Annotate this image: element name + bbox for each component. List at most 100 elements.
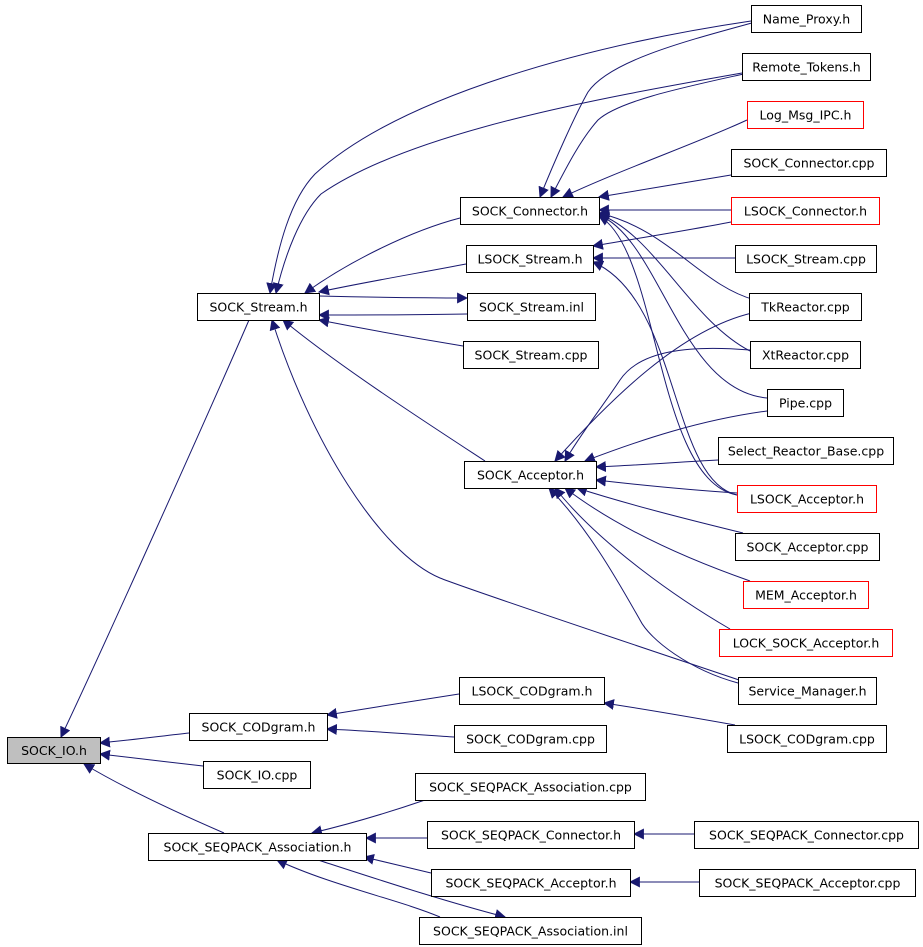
node-pipe-cpp[interactable]: Pipe.cpp [767, 389, 844, 417]
node-box [737, 485, 877, 513]
edge-pipe_cpp-includes-sock_connector_h [597, 213, 768, 399]
node-lock-sock-acceptor-h[interactable]: LOCK_SOCK_Acceptor.h [719, 629, 893, 657]
node-sock-stream-h[interactable]: SOCK_Stream.h [197, 293, 320, 321]
node-lsock-stream-cpp[interactable]: LSOCK_Stream.cpp [735, 245, 877, 273]
node-lsock-codgram-h[interactable]: LSOCK_CODgram.h [459, 677, 605, 705]
node-box [7, 737, 101, 764]
node-sock-seqpack-conn-h[interactable]: SOCK_SEQPACK_Connector.h [427, 821, 635, 849]
edge-service_manager_h-includes-sock_acceptor_h [548, 487, 739, 684]
node-tkreactor-cpp[interactable]: TkReactor.cpp [749, 293, 862, 321]
node-label: SOCK_SEQPACK_Acceptor.cpp [715, 876, 901, 891]
node-label: Log_Msg_IPC.h [760, 108, 852, 123]
node-sock-seqpack-assoc-h[interactable]: SOCK_SEQPACK_Association.h [148, 833, 367, 861]
node-select-reactor-base-cpp[interactable]: Select_Reactor_Base.cpp [718, 437, 894, 465]
edge-layer [60, 20, 768, 920]
node-label: Remote_Tokens.h [752, 60, 860, 75]
edge-sock_stream_cpp-includes-sock_stream_h [317, 316, 464, 347]
edge-sock_stream_inl-includes-sock_stream_h [318, 292, 469, 304]
node-lsock-acceptor-h[interactable]: LSOCK_Acceptor.h [737, 485, 877, 513]
node-box [454, 725, 607, 753]
node-label: Select_Reactor_Base.cpp [728, 444, 884, 459]
node-sock-codgram-h[interactable]: SOCK_CODgram.h [189, 713, 328, 741]
edge-name_proxy_h-includes-sock_connector_h [538, 20, 760, 199]
node-box [189, 713, 328, 741]
node-label: XtReactor.cpp [762, 348, 849, 363]
node-label: SOCK_CODgram.h [202, 720, 316, 735]
node-label: LSOCK_Stream.cpp [746, 252, 866, 267]
node-label: SOCK_SEQPACK_Association.cpp [429, 780, 632, 795]
edge-sock_stream_h-includes-sock_io_h [60, 319, 250, 738]
node-box [463, 341, 599, 369]
edge-sock_acceptor_h-includes-sock_stream_h [282, 319, 486, 462]
edge-pipe_cpp-includes-sock_acceptor_h [583, 410, 768, 463]
node-box [727, 725, 887, 753]
node-box [719, 629, 893, 657]
node-sock-seqpack-assoc-inl[interactable]: SOCK_SEQPACK_Association.inl [419, 917, 642, 945]
node-sock-seqpack-assoc-cpp[interactable]: SOCK_SEQPACK_Association.cpp [415, 773, 646, 801]
node-sock-io-cpp[interactable]: SOCK_IO.cpp [203, 761, 311, 789]
node-box [735, 245, 877, 273]
node-label: SOCK_SEQPACK_Association.inl [433, 924, 628, 939]
node-label: SOCK_IO.h [21, 743, 87, 758]
node-lsock-connector-h[interactable]: LSOCK_Connector.h [731, 197, 880, 225]
edge-remote_tokens_h-includes-sock_connector_h [550, 72, 749, 198]
edge-xtreactor_cpp-includes-sock_acceptor_h [564, 347, 751, 462]
node-lsock-stream-h[interactable]: LSOCK_Stream.h [466, 245, 594, 273]
node-box [148, 833, 367, 861]
node-label: LOCK_SOCK_Acceptor.h [733, 636, 880, 651]
edge-sock_io_cpp-includes-sock_io_h [98, 749, 204, 767]
node-box [731, 197, 880, 225]
node-label: SOCK_Stream.inl [479, 300, 584, 315]
node-label: SOCK_SEQPACK_Acceptor.h [445, 876, 616, 891]
node-sock-connector-h[interactable]: SOCK_Connector.h [460, 197, 600, 225]
node-sock-io-h[interactable]: SOCK_IO.h [7, 737, 101, 764]
node-label: TkReactor.cpp [760, 300, 850, 315]
node-name-proxy-h[interactable]: Name_Proxy.h [751, 5, 862, 33]
node-box [197, 293, 320, 321]
node-sock-stream-inl[interactable]: SOCK_Stream.inl [467, 293, 596, 321]
edge-mem_acceptor_h-includes-sock_acceptor_h [564, 487, 751, 582]
node-remote-tokens-h[interactable]: Remote_Tokens.h [742, 53, 871, 81]
node-service-manager-h[interactable]: Service_Manager.h [738, 677, 877, 705]
edge-remote_tokens_h-includes-sock_stream_h [272, 72, 743, 295]
node-box [431, 869, 631, 897]
node-label: LSOCK_Connector.h [744, 204, 867, 219]
node-box [767, 389, 844, 417]
node-sock-acceptor-cpp[interactable]: SOCK_Acceptor.cpp [735, 533, 880, 561]
node-box [751, 5, 862, 33]
node-sock-seqpack-conn-cpp[interactable]: SOCK_SEQPACK_Connector.cpp [694, 821, 919, 849]
node-sock-connector-cpp[interactable]: SOCK_Connector.cpp [731, 149, 887, 177]
edge-lsock_codgram_cpp-includes-lsock_codgram_h [602, 699, 736, 726]
node-layer: SOCK_IO.hSOCK_Stream.hSOCK_CODgram.hSOCK… [7, 5, 919, 945]
node-box [427, 821, 635, 849]
node-sock-codgram-cpp[interactable]: SOCK_CODgram.cpp [454, 725, 607, 753]
edge-lsock_acceptor_h-includes-lsock_stream_h [591, 260, 738, 496]
edge-tkreactor_cpp-includes-sock_connector_h [597, 209, 756, 301]
node-box [749, 293, 862, 321]
node-sock-seqpack-acc-cpp[interactable]: SOCK_SEQPACK_Acceptor.cpp [699, 869, 916, 897]
node-box [415, 773, 646, 801]
node-label: SOCK_Stream.cpp [475, 348, 588, 363]
node-box [467, 293, 596, 321]
edge-lock_sock_acceptor_h-includes-sock_acceptor_h [554, 487, 731, 630]
node-mem-acceptor-h[interactable]: MEM_Acceptor.h [743, 581, 869, 609]
edge-lsock_stream_h-includes-sock_stream_h [317, 263, 467, 296]
node-xtreactor-cpp[interactable]: XtReactor.cpp [750, 341, 861, 369]
node-label: SOCK_Acceptor.h [477, 468, 584, 483]
node-label: SOCK_Acceptor.cpp [747, 540, 869, 555]
edge-sock_acceptor_cpp-includes-sock_acceptor_h [575, 485, 744, 534]
node-box [750, 341, 861, 369]
node-sock-acceptor-h[interactable]: SOCK_Acceptor.h [464, 461, 597, 489]
edge-lsock_codgram_h-includes-sock_codgram_h [325, 693, 460, 719]
node-sock-stream-cpp[interactable]: SOCK_Stream.cpp [463, 341, 599, 369]
node-lsock-codgram-cpp[interactable]: LSOCK_CODgram.cpp [727, 725, 887, 753]
node-log-msg-ipc-h[interactable]: Log_Msg_IPC.h [747, 101, 864, 129]
node-sock-seqpack-acc-h[interactable]: SOCK_SEQPACK_Acceptor.h [431, 869, 631, 897]
node-box [419, 917, 642, 945]
node-label: LSOCK_Acceptor.h [750, 492, 864, 507]
node-box [464, 461, 597, 489]
edge-xtreactor_cpp-includes-sock_connector_h [597, 212, 751, 352]
node-label: SOCK_Stream.h [209, 300, 307, 315]
node-label: Pipe.cpp [779, 396, 832, 411]
